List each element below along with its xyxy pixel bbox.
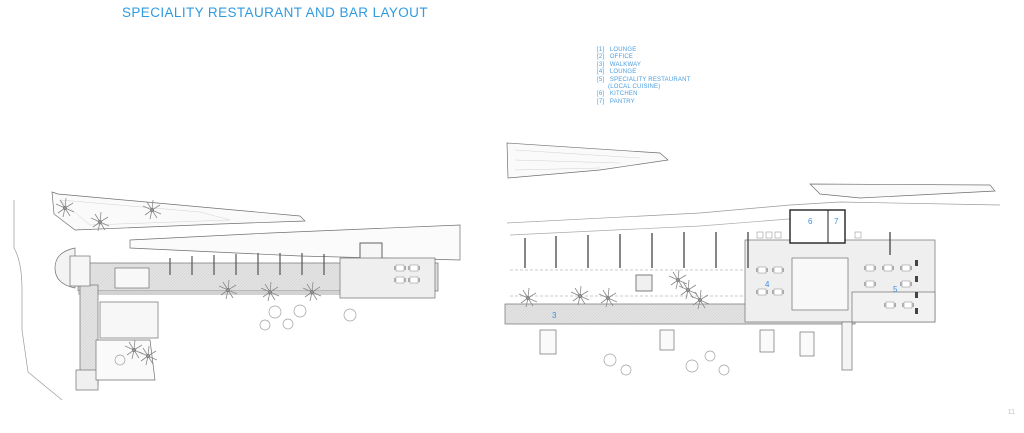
page-title: SPECIALITY RESTAURANT AND BAR LAYOUT — [122, 5, 428, 20]
legend-item: [3] WALKWAY — [597, 62, 691, 69]
page-number: 11 — [1007, 409, 1015, 416]
legend-item: [1] LOUNGE — [597, 47, 691, 54]
room-number-5: 5 — [893, 285, 898, 294]
room-number-7: 7 — [834, 217, 839, 226]
room-number-6: 6 — [808, 217, 813, 226]
legend-number: [3] — [597, 61, 605, 68]
legend-label: KITCHEN — [609, 91, 638, 98]
legend-number: [4] — [597, 69, 605, 76]
legend-label: LOUNGE — [609, 47, 637, 53]
legend-number: [5] — [597, 76, 605, 83]
legend-item: [6] KITCHEN — [597, 91, 691, 98]
legend-label: WALKWAY — [609, 61, 642, 68]
left-plan — [13, 191, 461, 401]
legend-item: [4] LOUNGE — [597, 69, 691, 76]
legend-item: [2] OFFICE — [597, 54, 691, 61]
room-number-3: 3 — [552, 311, 557, 320]
legend-number: [2] — [597, 54, 605, 61]
legend-item-continuation: (LOCAL CUISINE) — [608, 84, 661, 91]
legend-number: [1] — [597, 47, 605, 53]
legend-item: [7] PANTRY — [597, 99, 691, 106]
legend-number: [7] — [597, 98, 605, 105]
room-legend: [1] LOUNGE [2] OFFICE [3] WALKWAY [4] LO… — [597, 47, 691, 106]
room-number-4: 4 — [765, 280, 770, 289]
legend-item: [5] SPECIALITY RESTAURANT — [597, 77, 691, 84]
legend-label: LOUNGE — [609, 69, 637, 76]
legend-number: [6] — [597, 91, 605, 98]
right-plan — [504, 142, 1001, 376]
legend-label: PANTRY — [609, 98, 635, 105]
legend-label: OFFICE — [609, 54, 634, 61]
legend-label: SPECIALITY RESTAURANT — [609, 76, 691, 83]
